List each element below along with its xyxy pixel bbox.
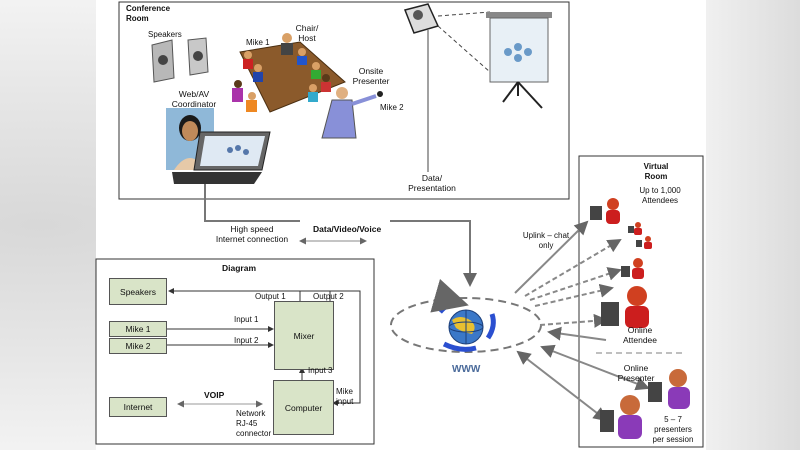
chair-host-label: Chair/ Host [295,23,319,43]
attendee-icon [590,198,620,224]
conference-table-icon [232,33,346,113]
speakers-label: Speakers [148,30,182,39]
data-presentation-label: Data/ Presentation [408,173,456,193]
laptop-icon [172,131,271,184]
onsite-presenter-icon [321,87,383,139]
output2-label: Output 2 [313,292,344,301]
input2-label: Input 2 [234,336,259,345]
virtual-room-box [578,155,704,448]
input3-label: Input 3 [308,366,333,375]
data-video-voice-label: Data/Video/Voice [313,224,382,234]
diagram-title: Diagram [222,263,257,273]
voip-label: VOIP [204,390,225,400]
output1-label: Output 1 [255,292,286,301]
conference-room-box [118,1,570,200]
diagram-box [95,258,375,445]
online-attendee-label: Online Attendee [622,325,658,345]
uplink-label: Uplink – chat only [522,231,570,250]
diagram-mixer-box: Mixer [274,301,334,370]
network-connector-label: Network RJ-45 connector [236,409,272,438]
attendees-count-label: Up to 1,000 Attendees [639,186,681,205]
diagram-internet-box: Internet [109,397,167,417]
side-strip [706,0,800,450]
onsite-presenter-label: Onsite Presenter [352,66,390,86]
virtual-room-title: Virtual Room [643,162,669,181]
attendee-icon [621,258,644,279]
diagram-speakers-box: Speakers [109,278,167,305]
mike1-label: Mike 1 [246,38,270,47]
attendee-icon [601,286,649,328]
diagram-mike1-box: Mike 1 [109,321,167,337]
projection-screen-icon [486,12,552,109]
globe-icon [430,278,496,352]
high-speed-label: High speed Internet connection [215,224,289,244]
projector-icon [403,3,440,34]
online-presenter-label: Online Presenter [617,363,655,383]
presenter-icon [648,369,690,409]
diagram-mike2-box: Mike 2 [109,338,167,354]
www-label: WWW [452,364,481,375]
conference-room-title: Conference Room [126,4,171,23]
web-av-coordinator-label: Web/AV Coordinator [171,89,217,109]
presenters-per-session-label: 5 – 7 presenters per session [652,415,694,444]
mike-input-label: Mike input [336,387,354,406]
presenter-icon [600,395,642,439]
input1-label: Input 1 [234,315,259,324]
attendee-icon [636,236,652,249]
speakers-icon [151,37,209,83]
diagram-computer-box: Computer [273,380,334,435]
attendee-icon [628,222,642,235]
mike2-label: Mike 2 [380,103,404,112]
